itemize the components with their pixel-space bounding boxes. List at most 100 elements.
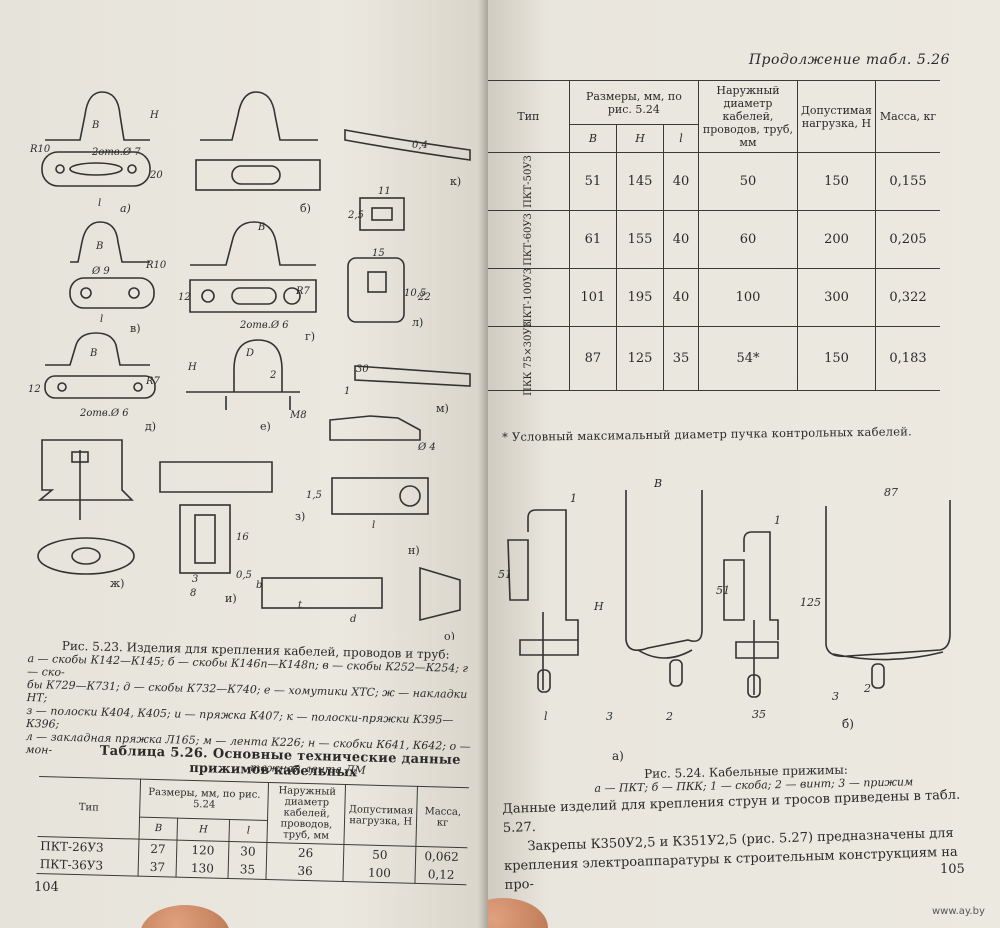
- svg-text:B: B: [91, 120, 99, 131]
- svg-text:H: H: [593, 600, 604, 613]
- svg-text:11: 11: [378, 186, 391, 197]
- table-row: ПКТ-100У3 101 195 40 100 300 0,322: [488, 267, 940, 328]
- svg-text:в): в): [130, 322, 140, 335]
- right-page: Продолжение табл. 5.26 Тип Размеры, мм, …: [488, 0, 1000, 928]
- table-row: ПКТ-50У3 51 145 40 50 150 0,155: [488, 152, 940, 211]
- cell-type-text: ПКТ-100У3: [522, 267, 534, 328]
- cell-load: 50: [343, 844, 416, 865]
- svg-text:и): и): [225, 592, 237, 605]
- svg-text:M8: M8: [289, 410, 307, 421]
- svg-text:2отв.Ø 6: 2отв.Ø 6: [79, 408, 129, 419]
- svg-text:1: 1: [570, 492, 577, 505]
- col-sizes-header: Размеры, мм, по рис. 5.24: [139, 779, 269, 821]
- col-diameter-header: Наружный диаметр кабелей, проводов, труб…: [267, 782, 346, 845]
- cell-diameter: 54*: [697, 326, 798, 391]
- watermark: www.ay.by: [932, 906, 985, 917]
- svg-text:д): д): [145, 420, 156, 433]
- svg-text:ж): ж): [110, 577, 124, 590]
- cell-b: 51: [568, 152, 617, 211]
- svg-text:B: B: [653, 477, 662, 490]
- cell-b: 27: [138, 839, 178, 859]
- cell-mass: 0,062: [415, 846, 468, 867]
- svg-text:3: 3: [192, 574, 198, 585]
- cell-h: 120: [176, 840, 229, 860]
- running-header: Продолжение табл. 5.26: [748, 52, 950, 68]
- cell-b: 37: [138, 857, 177, 878]
- cell-type: ПКТ-60У3: [488, 210, 570, 269]
- col-l-header: l: [228, 819, 268, 843]
- svg-text:35: 35: [752, 708, 766, 721]
- svg-text:16: 16: [236, 532, 249, 543]
- svg-text:d: d: [350, 614, 356, 625]
- cell-h: 195: [615, 268, 665, 327]
- col-l-header: l: [663, 124, 699, 153]
- col-h-header: H: [177, 817, 230, 842]
- svg-text:0,5: 0,5: [236, 570, 252, 581]
- svg-text:2,5: 2,5: [347, 210, 364, 221]
- table-footnote: * Условный максимальный диаметр пучка ко…: [502, 424, 912, 444]
- figure-5-24: B 1 51 H l 2 3 87 1 51 125 35 2 3 а) б): [498, 477, 951, 763]
- cell-load: 150: [796, 326, 877, 391]
- svg-text:Ø 4: Ø 4: [417, 442, 436, 453]
- cell-b: 101: [568, 268, 617, 327]
- cell-h: 125: [615, 326, 665, 391]
- svg-text:R7: R7: [295, 286, 311, 297]
- svg-text:12: 12: [178, 292, 191, 303]
- cell-mass: 0,183: [875, 326, 940, 391]
- cell-l: 40: [663, 268, 699, 327]
- svg-text:D: D: [245, 348, 254, 359]
- table-5-26: Тип Размеры, мм, по рис. 5.24 Наружный д…: [36, 776, 469, 885]
- cell-diameter: 100: [697, 268, 798, 327]
- cell-diameter: 36: [266, 860, 344, 882]
- svg-text:H: H: [149, 110, 159, 121]
- svg-text:l: l: [100, 314, 103, 325]
- svg-text:б): б): [300, 202, 311, 215]
- cell-load: 150: [796, 152, 877, 211]
- col-sizes-header: Размеры, мм, по рис. 5.24: [568, 80, 699, 125]
- svg-text:l: l: [372, 520, 375, 531]
- svg-text:к): к): [450, 175, 461, 188]
- cell-type-text: ПКК 75×30У3: [522, 321, 534, 396]
- cell-h: 145: [615, 152, 665, 211]
- svg-text:2отв.Ø 6: 2отв.Ø 6: [239, 320, 289, 331]
- svg-text:12: 12: [28, 384, 41, 395]
- right-page-number: 105: [940, 862, 965, 877]
- left-page: а) б) в) г) д) е) ж) з) и) к) л) м) н) о…: [0, 0, 490, 928]
- cell-l: 30: [228, 841, 268, 861]
- col-diameter-header: Наружный диаметр кабелей, проводов, труб…: [697, 80, 798, 153]
- col-type-header: Тип: [488, 80, 570, 153]
- cell-mass: 0,12: [414, 864, 467, 885]
- svg-text:3: 3: [606, 710, 613, 723]
- col-b-header: B: [138, 816, 178, 841]
- cell-load: 100: [343, 862, 416, 884]
- table-5-26-continued: Тип Размеры, мм, по рис. 5.24 Наружный д…: [488, 80, 940, 396]
- figure-5-23: а) б) в) г) д) е) ж) з) и) к) л) м) н) о…: [28, 91, 471, 640]
- thumb: [140, 905, 230, 928]
- svg-text:51: 51: [498, 568, 512, 581]
- cell-type-text: ПКТ-60У3: [522, 213, 534, 266]
- svg-text:b: b: [256, 580, 262, 591]
- cell-l: 40: [663, 210, 699, 269]
- svg-text:8: 8: [190, 588, 196, 599]
- table-row: ПКК 75×30У3 87 125 35 54* 150 0,183: [488, 321, 940, 396]
- cell-l: 35: [227, 859, 267, 880]
- cell-mass: 0,155: [875, 152, 940, 211]
- cell-diameter: 60: [697, 210, 798, 269]
- svg-text:l: l: [544, 710, 548, 723]
- svg-text:125: 125: [800, 596, 821, 609]
- svg-text:1: 1: [774, 514, 781, 527]
- table-row: ПКТ-60У3 61 155 40 60 200 0,205: [488, 210, 940, 269]
- svg-text:10,5: 10,5: [404, 288, 426, 299]
- cell-type: ПКТ-36У3: [36, 854, 139, 877]
- svg-text:20: 20: [149, 170, 163, 181]
- col-h-header: H: [615, 124, 665, 153]
- svg-text:l: l: [98, 198, 101, 209]
- cell-type: ПКК 75×30У3: [488, 321, 570, 396]
- cell-h: 130: [176, 858, 229, 879]
- left-page-number: 104: [34, 880, 59, 895]
- svg-text:1: 1: [344, 386, 350, 397]
- svg-text:B: B: [257, 222, 265, 233]
- cell-diameter: 50: [697, 152, 798, 211]
- svg-text:з): з): [295, 510, 305, 523]
- svg-text:о): о): [444, 630, 455, 640]
